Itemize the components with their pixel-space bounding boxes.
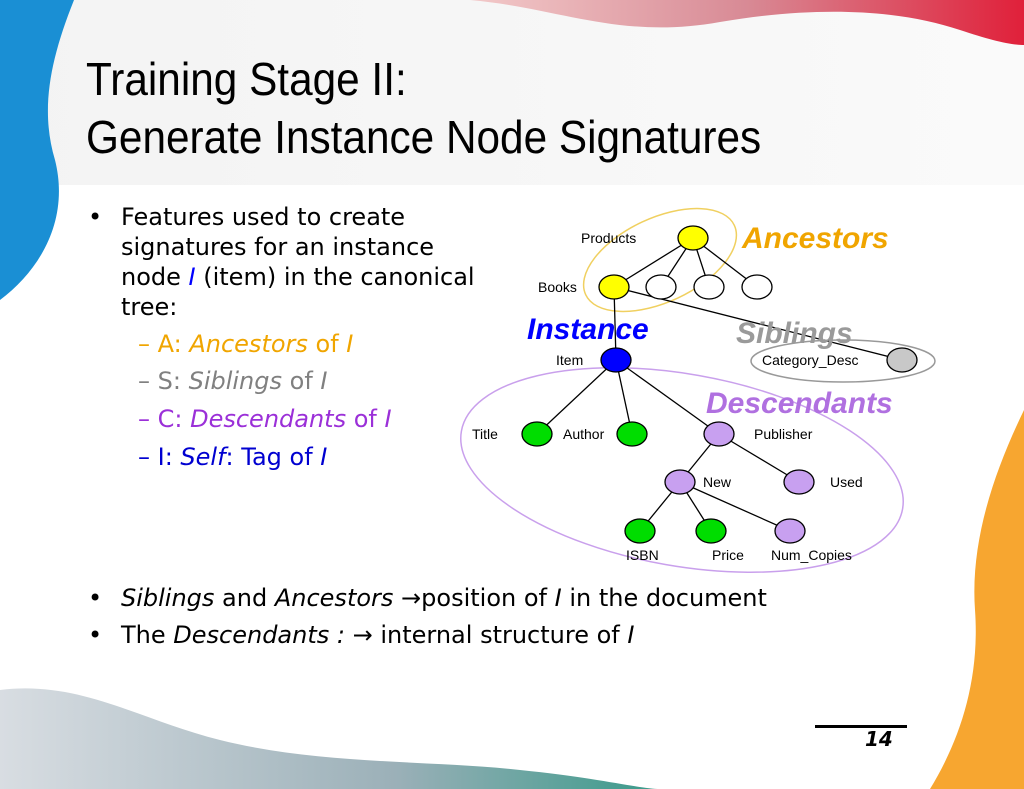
left-blue-wave (0, 0, 74, 300)
label-books: Books (538, 279, 577, 295)
features-bullet: Features used to create signatures for a… (121, 202, 531, 322)
group-label-instance: Instance (527, 313, 649, 346)
node-new (664, 469, 696, 495)
label-new: New (703, 474, 732, 490)
features-line-3: node I (item) in the canonical (121, 262, 531, 292)
siblings-ellipse (750, 339, 936, 383)
subitem-mid: of (282, 367, 321, 395)
features-var-i: I (188, 263, 196, 291)
note-var: I (554, 584, 562, 612)
note-text: The (121, 621, 174, 649)
ancestors-ellipse (582, 207, 738, 313)
subitem-descendants: – C: Descendants of I (138, 404, 392, 434)
right-orange-wave (930, 410, 1024, 789)
features-line-1: Features used to create (121, 203, 406, 231)
arrow-icon: → (352, 621, 373, 649)
group-label-descendants: Descendants (706, 387, 893, 420)
slide-title: Training Stage II: Generate Instance Nod… (86, 50, 761, 166)
subitem-var: I (346, 330, 354, 358)
bottom-wave (0, 688, 660, 789)
node-price (695, 518, 727, 544)
title-line-2: Generate Instance Node Signatures (86, 111, 762, 163)
subitem-ancestors: – A: Ancestors of I (138, 329, 353, 359)
group-label-ancestors: Ancestors (741, 222, 889, 255)
bullet-marker: • (88, 621, 103, 649)
note-text: internal structure of (372, 621, 628, 649)
subitem-siblings: – S: Siblings of I (138, 366, 327, 396)
subitem-prefix: – S: (138, 367, 189, 395)
subitem-mid: of (307, 330, 347, 358)
subitem-term: Self (180, 443, 226, 471)
node-used (783, 469, 815, 495)
subitem-prefix: – A: (138, 330, 190, 358)
node-empty-1 (645, 274, 677, 300)
label-title: Title (472, 426, 498, 442)
subitem-term: Descendants (190, 405, 347, 433)
title-line-1: Training Stage II: (86, 53, 407, 105)
subitem-mid: : Tag of (225, 443, 321, 471)
note-text: in the document (561, 584, 767, 612)
group-label-siblings: Siblings (736, 317, 853, 350)
label-used: Used (830, 474, 863, 490)
note-structure: The Descendants : → internal structure o… (121, 620, 634, 650)
descendants-ellipse (460, 367, 904, 573)
node-products (677, 225, 709, 251)
subitem-var: I (384, 405, 392, 433)
label-products: Products (581, 230, 636, 246)
node-author (616, 421, 648, 447)
title-band (0, 0, 1024, 185)
node-category (886, 347, 918, 373)
subitem-prefix: – I: (138, 443, 181, 471)
subitem-self: – I: Self: Tag of I (138, 442, 327, 472)
subitem-prefix: – C: (138, 405, 191, 433)
label-num-copies: Num_Copies (771, 547, 852, 563)
bullet-marker: • (88, 203, 103, 231)
subitem-var: I (320, 367, 328, 395)
features-line-3-pre: node (121, 263, 189, 291)
node-books (598, 274, 630, 300)
note-term: Descendants : (173, 621, 353, 649)
note-term: Ancestors (274, 584, 394, 612)
node-num-copies (774, 518, 806, 544)
note-text: and (214, 584, 275, 612)
node-empty-3 (741, 274, 773, 300)
page-number: 14 (865, 727, 893, 751)
subitem-var: I (320, 443, 328, 471)
note-term: Siblings (121, 584, 215, 612)
note-var: I (627, 621, 635, 649)
label-price: Price (712, 547, 744, 563)
label-isbn: ISBN (626, 547, 659, 563)
node-isbn (624, 518, 656, 544)
node-item (600, 347, 632, 373)
subitem-term: Siblings (188, 367, 282, 395)
canonical-tree-diagram: Products Books Item Category_Desc Title … (460, 207, 936, 573)
subitem-mid: of (346, 405, 385, 433)
features-line-2: signatures for an instance (121, 233, 435, 261)
node-empty-2 (693, 274, 725, 300)
subitem-term: Ancestors (189, 330, 308, 358)
node-title (521, 421, 553, 447)
features-line-4: tree: (121, 293, 178, 321)
label-category: Category_Desc (762, 352, 859, 368)
note-position: Siblings and Ancestors →position of I in… (121, 583, 767, 613)
bullet-marker: • (88, 584, 103, 612)
label-publisher: Publisher (754, 426, 813, 442)
top-right-wave (470, 0, 1024, 45)
note-text: →position of (393, 584, 555, 612)
label-item: Item (556, 352, 583, 368)
label-author: Author (563, 426, 605, 442)
page-number-rule (815, 725, 907, 728)
node-publisher (703, 421, 735, 447)
features-line-3-post: (item) in the canonical (195, 263, 475, 291)
